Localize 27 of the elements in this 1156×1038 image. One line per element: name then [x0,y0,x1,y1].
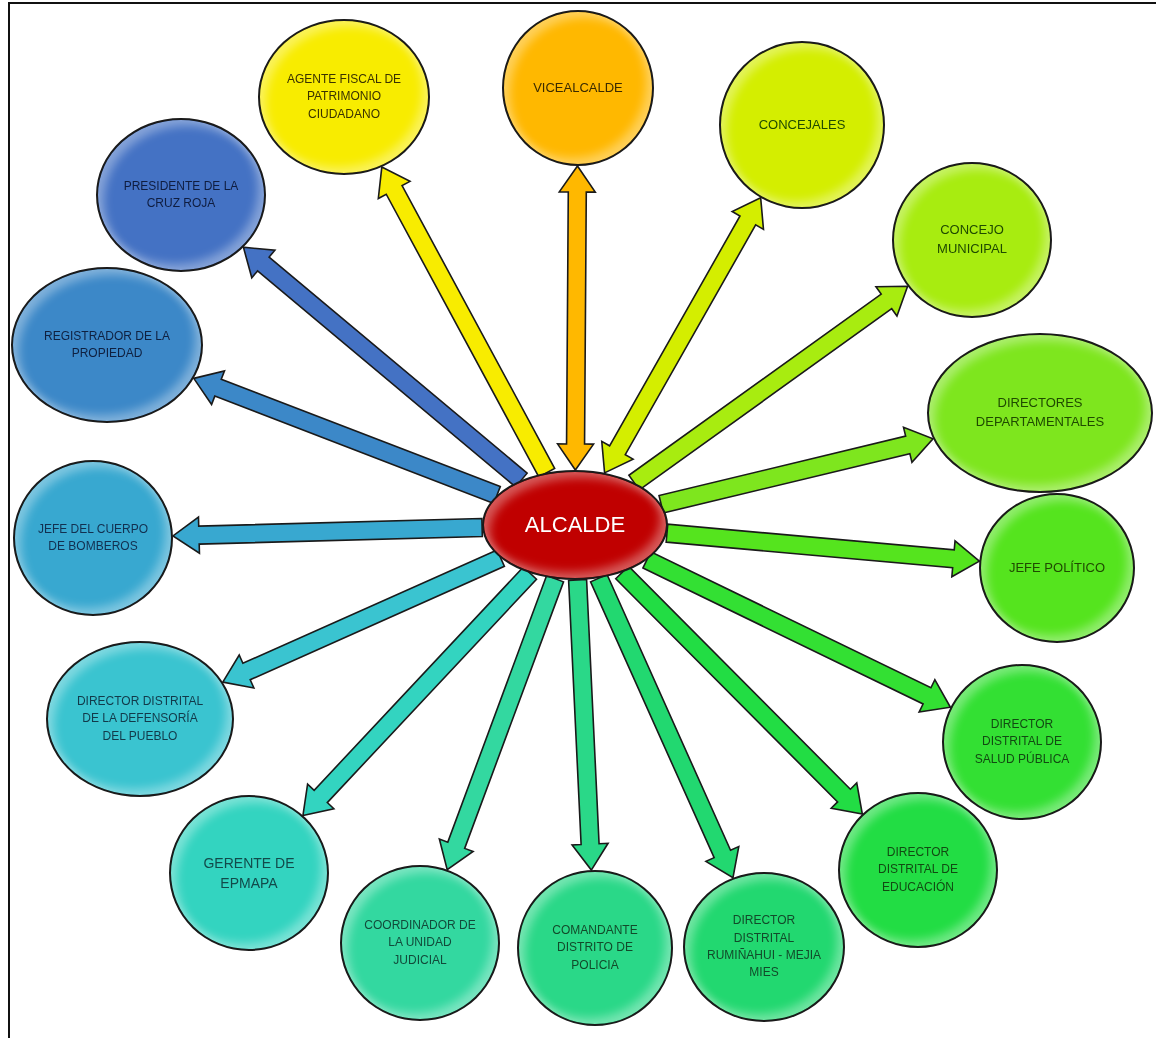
position-label: CONCEJO MUNICIPAL [936,221,1008,258]
position-label: PRESIDENTE DE LA CRUZ ROJA [122,177,240,212]
position-label: CONCEJALES [758,115,846,134]
position-label: ALCALDE [524,511,626,540]
block-arrow [556,164,597,472]
position-label: VICEALCALDE [533,78,623,97]
position-label: DIRECTOR DISTRITAL DE EDUCACIÓN [877,843,959,896]
block-arrow [641,550,952,714]
position-label: JEFE POLÍTICO [1008,558,1106,577]
block-arrow [567,578,610,872]
position-label: REGISTRADOR DE LA PROPIEDAD [43,327,171,362]
block-arrow [600,196,765,475]
position-label: JEFE DEL CUERPO DE BOMBEROS [36,520,150,555]
position-label: GERENTE DE EPMAPA [202,853,296,893]
block-arrow [665,523,981,579]
block-arrow [192,369,502,505]
block-arrow [438,574,565,871]
position-label: DIRECTORES DEPARTAMENTALES [974,394,1106,431]
position-label: COMANDANTE DISTRITO DE POLICIA [551,921,639,974]
position-label: DIRECTOR DISTRITAL RUMIÑAHUI - MEJIA MIES [706,912,822,982]
block-arrow [221,548,506,689]
block-arrow [658,426,935,514]
position-label: DIRECTOR DISTRITAL DE LA DEFENSORÍA DEL PUEBLO [75,692,205,745]
position-label: DIRECTOR DISTRITAL DE SALUD PÚBLICA [973,715,1071,768]
position-label: COORDINADOR DE LA UNIDAD JUDICIAL [363,916,477,969]
position-label: AGENTE FISCAL DE PATRIMONIO CIUDADANO [285,70,403,123]
block-arrow [171,515,484,555]
